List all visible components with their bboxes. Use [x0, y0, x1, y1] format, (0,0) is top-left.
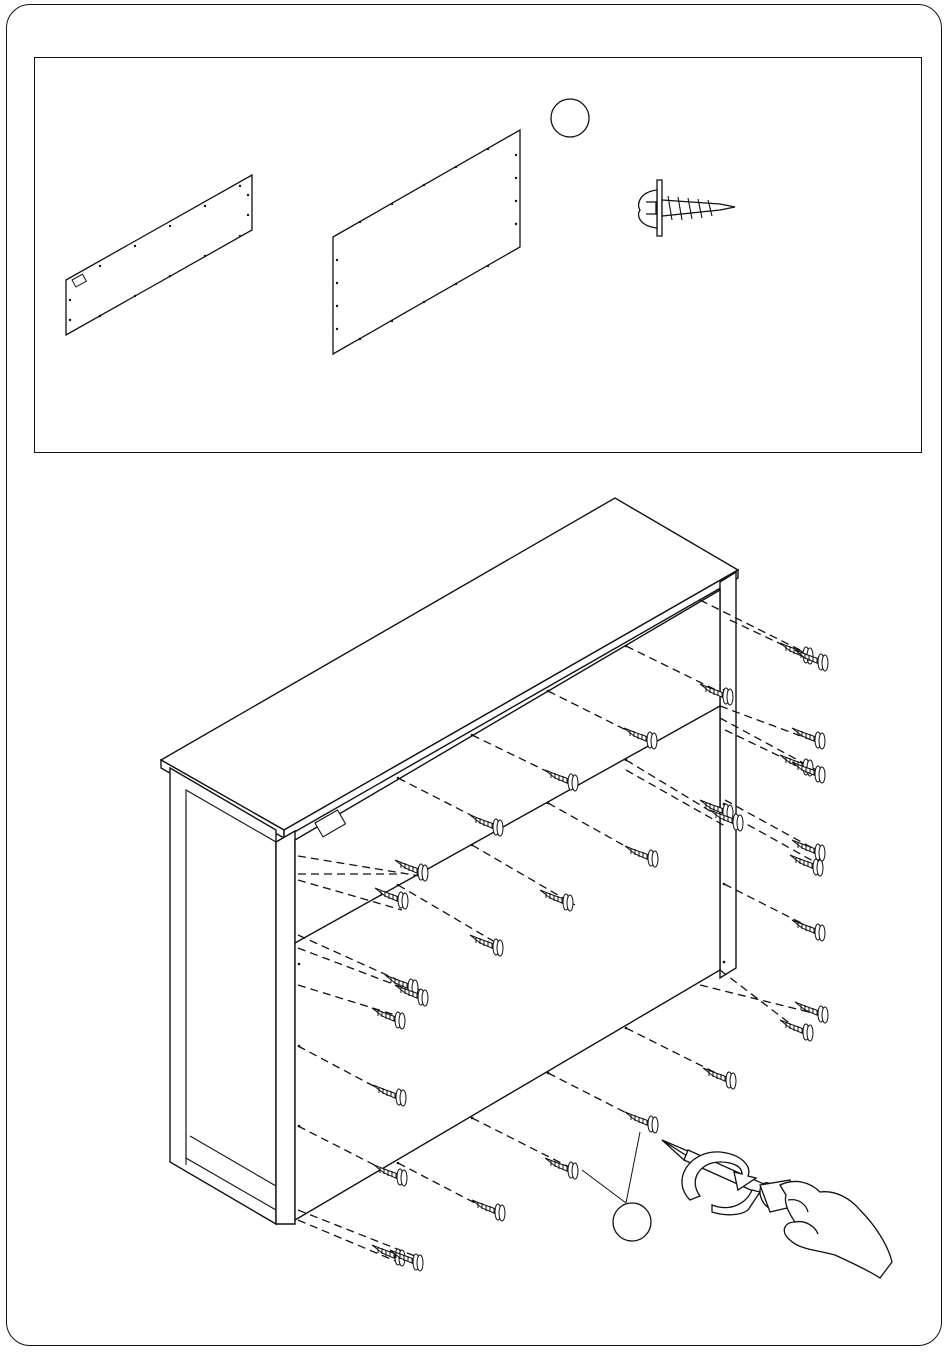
part-callout-circle — [551, 99, 589, 137]
callout-leader-lines — [582, 1132, 640, 1203]
back-left-post — [276, 831, 295, 1224]
screw — [792, 728, 825, 749]
screw — [545, 1158, 578, 1179]
screw — [792, 920, 825, 941]
screw — [703, 1068, 736, 1089]
back-right-post — [720, 572, 736, 978]
rotate-clockwise-arrow-icon — [682, 1152, 760, 1215]
screw — [625, 1112, 658, 1133]
screw — [780, 1020, 813, 1041]
screw — [374, 1165, 407, 1186]
wood-screw-icon — [639, 180, 735, 236]
screw — [472, 1200, 505, 1221]
screw — [780, 643, 813, 664]
assembly-callout-circle — [613, 1203, 651, 1241]
screw — [795, 1002, 828, 1023]
back-panel-wide — [333, 130, 520, 354]
hand-icon — [780, 1181, 892, 1278]
back-panel-narrow — [66, 175, 252, 335]
